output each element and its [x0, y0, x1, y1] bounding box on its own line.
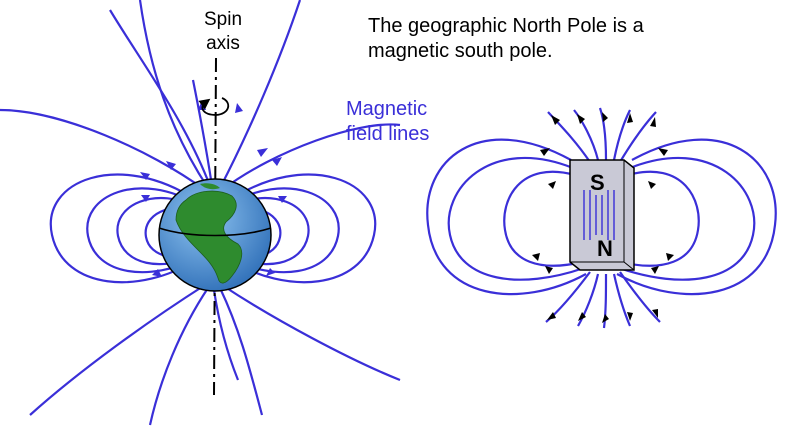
earth-globe-icon [158, 178, 272, 292]
magnet-field-lines [426, 107, 777, 329]
magnet-north-pole-label: N [597, 236, 613, 261]
earth-field-arrows [140, 100, 287, 277]
spin-axis-label: Spin axis [188, 8, 258, 56]
field-lines-label-line-1: Magnetic [346, 98, 428, 120]
caption-line-2: magnetic south pole. [368, 40, 553, 62]
caption-line-1: The geographic North Pole is a [368, 15, 644, 37]
spin-axis-label-line-1: Spin [203, 9, 243, 30]
field-lines-label: Magnetic field lines [346, 97, 486, 147]
rotation-arrow-icon [198, 97, 230, 116]
magnet-south-pole-label: S [590, 170, 605, 195]
earth-field-lines [0, 0, 401, 426]
spin-axis-label-line-2: axis [206, 32, 240, 54]
field-lines-label-line-2: field lines [346, 123, 430, 145]
magnet-field-arrows [532, 112, 674, 323]
bar-magnet-icon: S N [569, 159, 635, 271]
caption-text: The geographic North Pole is a magnetic … [368, 14, 788, 64]
